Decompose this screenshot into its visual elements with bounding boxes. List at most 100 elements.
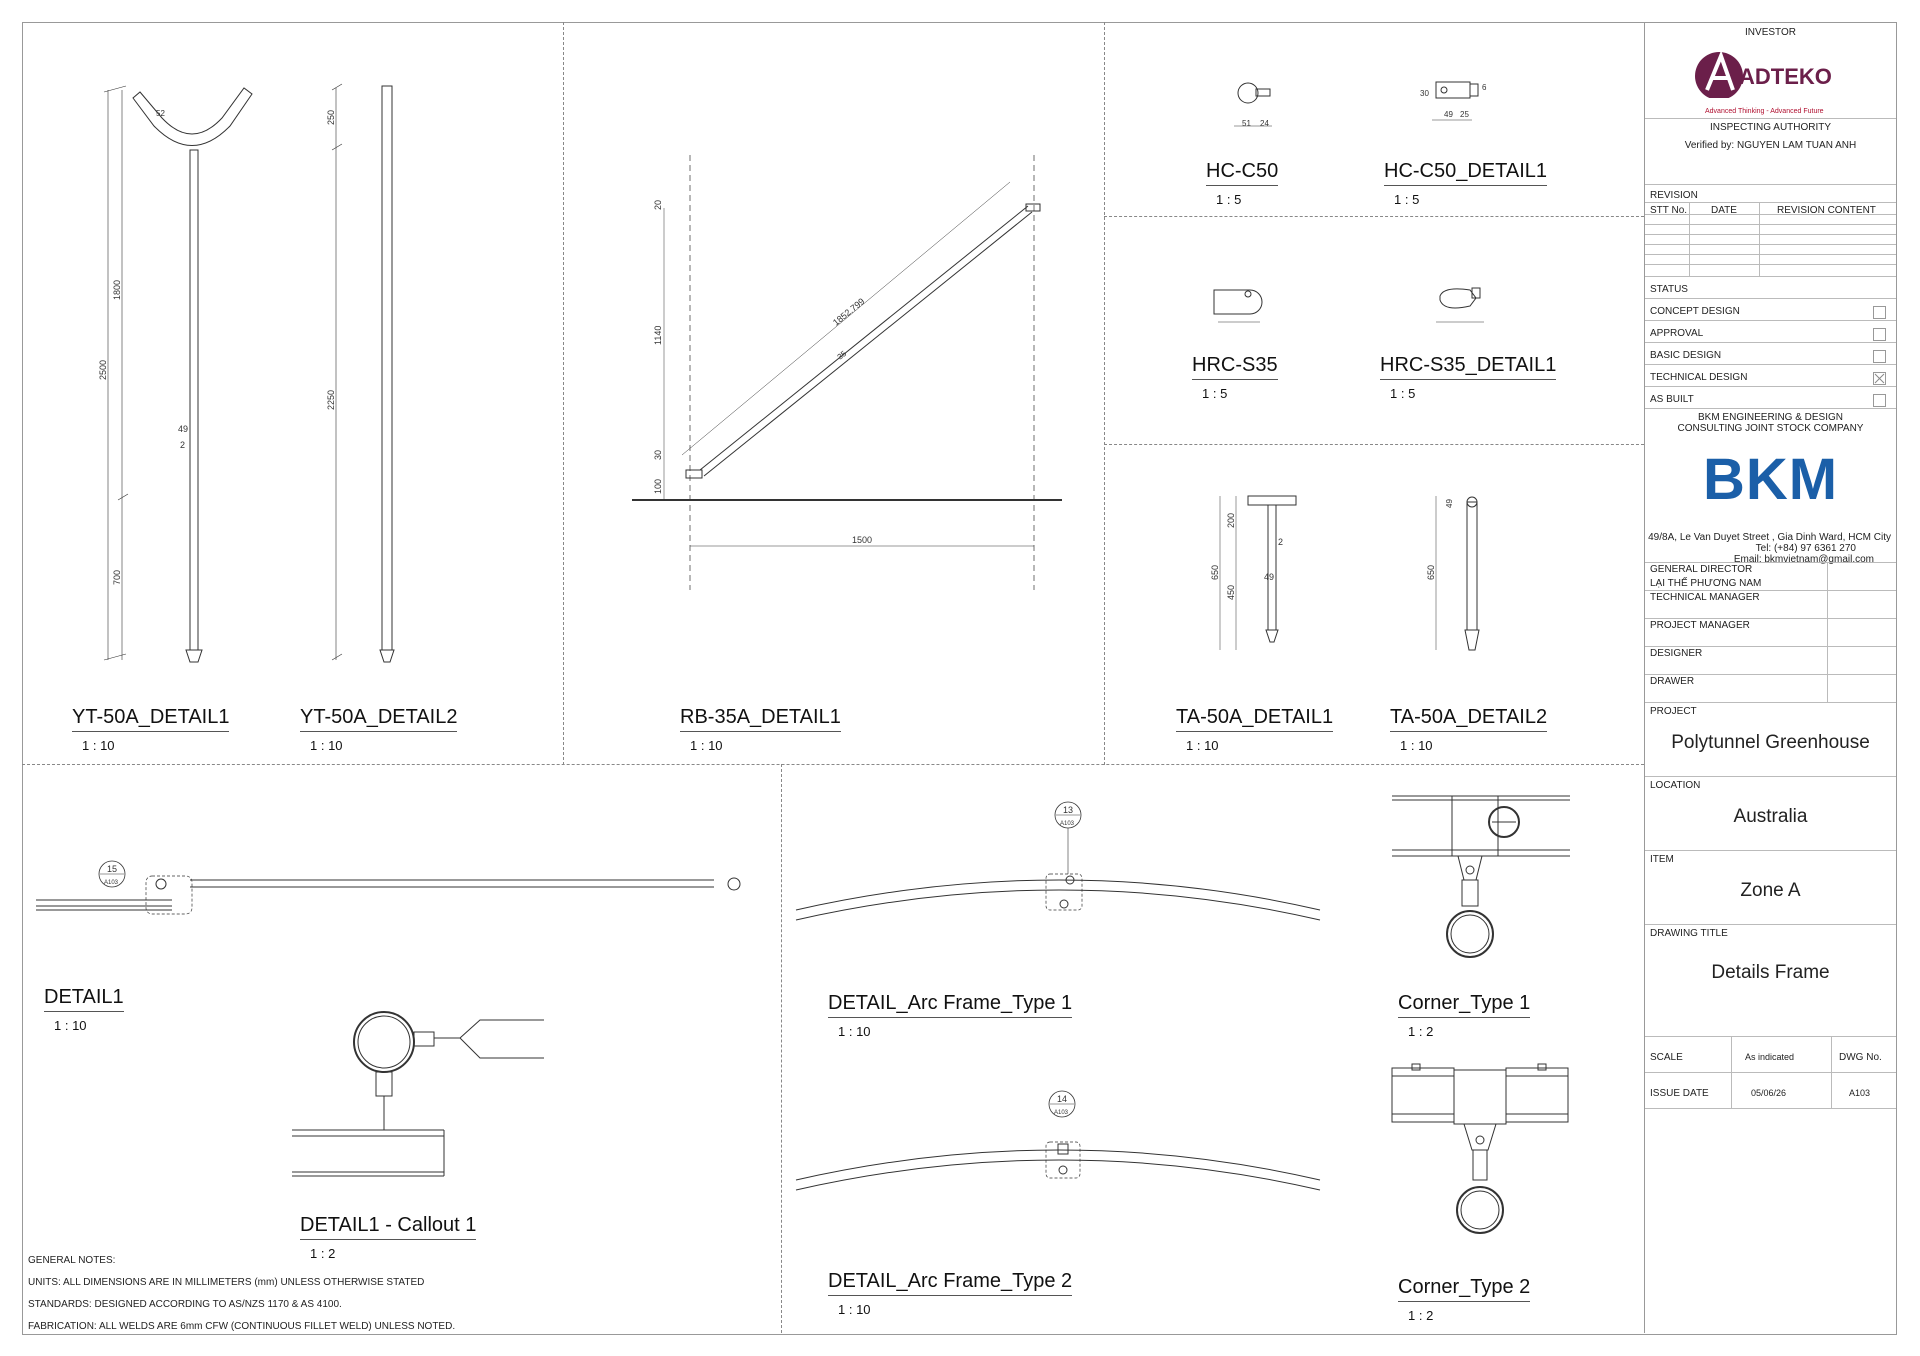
dim-ta2-1: 49 — [1445, 499, 1454, 508]
status-basic: BASIC DESIGN — [1650, 350, 1722, 361]
detail-scale: 1 : 10 — [1400, 738, 1433, 753]
detail-name: YT-50A_DETAIL1 — [72, 706, 230, 732]
yt50a-detail1-drawing — [103, 85, 253, 663]
status-as-built: AS BUILT — [1650, 394, 1694, 405]
callout-13-sheet: A103 — [1060, 821, 1075, 827]
status-technical: TECHNICAL DESIGN — [1650, 372, 1748, 383]
divider — [1104, 444, 1644, 445]
issue-date: 05/06/26 — [1751, 1088, 1787, 1098]
dim-rb-5: 20 — [653, 200, 663, 210]
detail-title: YT-50A_DETAIL1 1 : 10 — [72, 706, 230, 753]
arc-frame-type2-drawing — [795, 1090, 1321, 1191]
status-checkbox[interactable] — [1873, 306, 1886, 319]
status-concept: CONCEPT DESIGN — [1650, 306, 1740, 317]
dim-hc-4: 30 — [1420, 89, 1429, 98]
detail-scale: 1 : 5 — [1216, 192, 1242, 207]
dim-hc-0: 51 — [1242, 119, 1251, 128]
detail-title: Corner_Type 2 1 : 2 — [1398, 1276, 1531, 1323]
dim-yt1-0: 2500 — [98, 360, 108, 380]
status-checkbox[interactable] — [1873, 350, 1886, 363]
rev-col-date: DATE — [1711, 205, 1737, 216]
detail-name: TA-50A_DETAIL2 — [1390, 706, 1548, 732]
general-notes: GENERAL NOTES: UNITS: ALL DIMENSIONS ARE… — [28, 1250, 455, 1338]
divider — [1104, 216, 1644, 217]
dim-yt1-3: 49 — [178, 424, 188, 434]
detail-scale: 1 : 10 — [54, 1018, 87, 1033]
callout-14-sheet: A103 — [1054, 1110, 1069, 1116]
dim-yt1-1: 1800 — [112, 280, 122, 300]
location-label: LOCATION — [1650, 780, 1701, 791]
verified-by: Verified by: NGUYEN LAM TUAN ANH — [1684, 140, 1857, 151]
detail-title: Corner_Type 1 1 : 2 — [1398, 992, 1531, 1039]
title-block: INVESTOR ADTEKO Advanced Thinking - Adva… — [1644, 22, 1896, 1333]
dim-rb-2: 30 — [653, 450, 663, 460]
detail-scale: 1 : 5 — [1394, 192, 1420, 207]
company-address: 49/8A, Le Van Duyet Street , Gia Dinh Wa… — [1648, 532, 1891, 543]
dim-ta1-1: 200 — [1226, 513, 1236, 528]
general-director: LẠI THẾ PHƯƠNG NAM — [1650, 578, 1762, 589]
detail-scale: 1 : 10 — [690, 738, 723, 753]
ta50a-detail1-drawing — [1219, 495, 1297, 650]
dim-hc-5: 6 — [1482, 83, 1487, 92]
dwg-number: A103 — [1849, 1088, 1871, 1098]
divider — [781, 764, 782, 1333]
dim-yt1-5: 52 — [156, 109, 165, 118]
dim-yt1-4: 2 — [180, 440, 185, 450]
detail-scale: 1 : 2 — [1408, 1308, 1434, 1323]
dim-rb-0: 1852.799 — [831, 296, 866, 327]
callout-13-number: 13 — [1063, 805, 1073, 815]
detail-title: DETAIL_Arc Frame_Type 2 1 : 10 — [828, 1270, 1073, 1317]
dim-ta1-3: 2 — [1278, 537, 1283, 547]
dim-ta1-0: 650 — [1210, 565, 1220, 580]
project-manager-label: PROJECT MANAGER — [1650, 620, 1750, 631]
item-value: Zone A — [1740, 880, 1801, 901]
ta50a-detail2-drawing — [1435, 496, 1480, 651]
general-director-label: GENERAL DIRECTOR — [1650, 564, 1753, 575]
scale-label: SCALE — [1650, 1052, 1683, 1063]
detail-title: HRC-S35 1 : 5 — [1192, 354, 1278, 401]
detail-scale: 1 : 10 — [838, 1302, 871, 1317]
dim-ta1-4: 49 — [1264, 572, 1274, 582]
status-checkbox[interactable] — [1873, 394, 1886, 407]
adteko-mark-icon — [1695, 50, 1743, 100]
detail-name: RB-35A_DETAIL1 — [680, 706, 841, 732]
company-name: BKM ENGINEERING & DESIGN CONSULTING JOIN… — [1677, 412, 1864, 434]
detail-title: YT-50A_DETAIL2 1 : 10 — [300, 706, 458, 753]
dim-yt1-2: 700 — [112, 570, 122, 585]
status-label: STATUS — [1650, 284, 1688, 295]
rev-col-stt: STT No. — [1650, 205, 1688, 216]
detail-scale: 1 : 2 — [1408, 1024, 1434, 1039]
divider — [563, 22, 564, 765]
detail-title: DETAIL1 - Callout 1 1 : 2 — [300, 1214, 477, 1261]
hrc-s35-drawing — [1213, 289, 1263, 323]
adteko-logo: ADTEKO Advanced Thinking - Advanced Futu… — [1691, 38, 1851, 128]
designer-label: DESIGNER — [1650, 648, 1703, 659]
detail-title: HC-C50 1 : 5 — [1206, 160, 1279, 207]
dim-hc-1: 24 — [1260, 119, 1269, 128]
investor-label: INVESTOR — [1745, 27, 1796, 38]
project-label: PROJECT — [1650, 706, 1697, 717]
detail-scale: 1 : 5 — [1202, 386, 1228, 401]
drawing-title: Details Frame — [1711, 962, 1830, 983]
detail-scale: 1 : 10 — [310, 738, 343, 753]
status-approval: APPROVAL — [1650, 328, 1704, 339]
detail1-drawing — [36, 860, 741, 915]
hrc-s35-detail1-drawing — [1436, 287, 1484, 323]
divider — [22, 764, 1644, 765]
dim-ta2-0: 650 — [1426, 565, 1436, 580]
company-email: Email: bkmvietnam@gmail.com — [1733, 554, 1874, 565]
detail-title: DETAIL1 1 : 10 — [44, 986, 124, 1033]
corner-type2-drawing — [1391, 1063, 1569, 1234]
note-line: STANDARDS: DESIGNED ACCORDING TO AS/NZS … — [28, 1299, 342, 1310]
dwg-label: DWG No. — [1839, 1052, 1882, 1063]
dim-rb-3: 100 — [653, 479, 663, 494]
rb35a-detail1-drawing — [632, 155, 1062, 590]
status-checkbox[interactable] — [1873, 328, 1886, 341]
status-checkbox-checked[interactable] — [1873, 372, 1886, 385]
note-line: FABRICATION: ALL WELDS ARE 6mm CFW (CONT… — [28, 1321, 456, 1332]
detail-scale: 1 : 10 — [1186, 738, 1219, 753]
drawing-canvas: 2500 1800 700 49 2 52 250 2250 1852.799 … — [36, 81, 1570, 1234]
dim-rb-1: 1140 — [653, 326, 663, 345]
detail-name: YT-50A_DETAIL2 — [300, 706, 458, 732]
bkm-logo: BKM — [1702, 447, 1839, 512]
